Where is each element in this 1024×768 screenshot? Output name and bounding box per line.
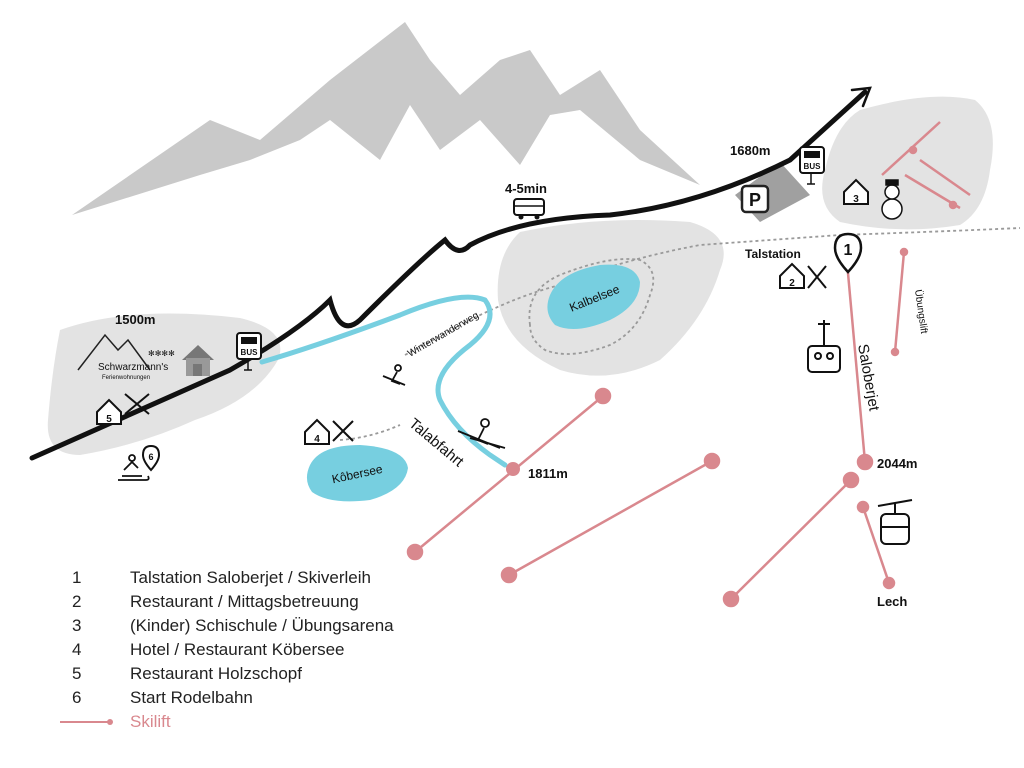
- dotted-paths: [339, 227, 1021, 441]
- parking-area: P: [735, 162, 810, 222]
- bus-label: BUS: [241, 348, 259, 357]
- winterwanderweg-label: Winterwanderweg: [406, 310, 481, 360]
- legend-item-1: 1 Talstation Saloberjet / Skiverleih: [60, 566, 480, 590]
- lift-station: [856, 500, 870, 514]
- legend-text: Start Rodelbahn: [130, 688, 253, 707]
- legend-item-3: 3 (Kinder) Schischule / Übungsarena: [60, 614, 480, 638]
- cabin-icon: [182, 345, 214, 376]
- lift-station: [882, 576, 896, 590]
- uebungslift-line: [893, 251, 906, 353]
- uebungslift-label: Übungslift: [912, 289, 930, 335]
- bus-stop-icon: BUS: [236, 332, 262, 371]
- marker-2-label: 2: [789, 278, 795, 289]
- legend-text: Hotel / Restaurant Köbersee: [130, 640, 345, 659]
- lift-station: [406, 543, 424, 561]
- legend: 1 Talstation Saloberjet / Skiverleih 2 R…: [47, 566, 480, 734]
- lift-station: [842, 471, 860, 489]
- location-pin-icon: 1: [833, 232, 863, 274]
- lift-station: [703, 452, 721, 470]
- marker-3-label: 3: [853, 194, 859, 205]
- legend-item-4: 4 Hotel / Restaurant Köbersee: [60, 638, 480, 662]
- legend-number: 4: [72, 640, 82, 659]
- gondola-icon: [877, 499, 913, 545]
- koebersee-path: [339, 424, 401, 441]
- bus-label: BUS: [804, 162, 822, 171]
- schwarzmanns-sub: Ferienwohnungen: [102, 375, 150, 381]
- house-icon: 3: [843, 178, 869, 205]
- legend-skilift: Skilift: [47, 710, 480, 734]
- skier-icon: [457, 418, 506, 449]
- legend-item-6: 6 Start Rodelbahn: [60, 686, 480, 710]
- marker-5-label: 5: [106, 414, 112, 425]
- marker-4-label: 4: [314, 434, 320, 445]
- lift-station: [856, 453, 874, 471]
- talabfahrt-run: [259, 294, 508, 468]
- lakes: [306, 264, 640, 502]
- skilift-swatch: [47, 710, 130, 734]
- legend-number: 2: [72, 592, 82, 611]
- skier-icon: [382, 364, 406, 386]
- kalbelsee-loop: [528, 258, 655, 355]
- legend-skilift-label: Skilift: [130, 712, 171, 731]
- main-road: [29, 86, 872, 461]
- elevation-1811-label: 1811m: [528, 466, 568, 481]
- restaurant-icon: [332, 420, 354, 442]
- winterwanderweg-path: [404, 227, 1021, 356]
- legend-item-5: 5 Restaurant Holzschopf: [60, 662, 480, 686]
- parking-icon: [740, 184, 770, 214]
- elevation-end-label: 1680m: [730, 143, 770, 158]
- mountain-range: [72, 22, 700, 215]
- house-icon: 5: [96, 398, 122, 425]
- koebersee-lake: [306, 445, 408, 502]
- talstation-label: Talstation: [745, 247, 801, 261]
- bus-stop-icon: BUS: [799, 146, 825, 185]
- house-icon: 2: [779, 262, 805, 289]
- chairlift-icon: [807, 320, 841, 373]
- marker-1-label: 1: [844, 242, 853, 259]
- legend-item-2: 2 Restaurant / Mittagsbetreuung: [60, 590, 480, 614]
- schwarzmanns-logo: Schwarzmann's ✻✻✻✻ Ferienwohnungen: [77, 333, 214, 381]
- house-icon: 4: [304, 418, 330, 445]
- travel-time-label: 4-5min: [505, 181, 547, 196]
- legend-text: Restaurant / Mittagsbetreuung: [130, 592, 359, 611]
- bus-icon: [513, 198, 545, 220]
- lift-station: [594, 387, 612, 405]
- location-pin-icon: 6: [141, 444, 161, 472]
- ski-lifts: [406, 121, 971, 608]
- restaurant-icon: [807, 265, 827, 289]
- legend-text: Restaurant Holzschopf: [130, 664, 302, 683]
- legend-text: Talstation Saloberjet / Skiverleih: [130, 568, 371, 587]
- elevation-start-label: 1500m: [115, 312, 155, 327]
- lift-station: [500, 566, 518, 584]
- sled-icon: [118, 454, 150, 481]
- lift-station: [722, 590, 740, 608]
- lift-station: [506, 462, 520, 476]
- lech-label: Lech: [877, 594, 907, 609]
- restaurant-icon: [124, 393, 150, 415]
- schwarzmanns-stars: ✻✻✻✻: [148, 349, 175, 358]
- schwarzmanns-name: Schwarzmann's: [98, 362, 168, 373]
- legend-number: 1: [72, 568, 82, 587]
- area-uebungsarena: [822, 96, 993, 230]
- legend-number: 6: [72, 688, 82, 707]
- snowman-icon: [881, 179, 903, 220]
- marker-6-label: 6: [148, 452, 153, 462]
- parking-label: P: [749, 190, 761, 210]
- elevation-2044-label: 2044m: [877, 456, 917, 471]
- kalbelsee-lake: [547, 264, 640, 329]
- legend-number: 3: [72, 616, 82, 635]
- legend-text: (Kinder) Schischule / Übungsarena: [130, 616, 394, 635]
- legend-number: 5: [72, 664, 82, 683]
- saloberjet-lift: [845, 261, 867, 463]
